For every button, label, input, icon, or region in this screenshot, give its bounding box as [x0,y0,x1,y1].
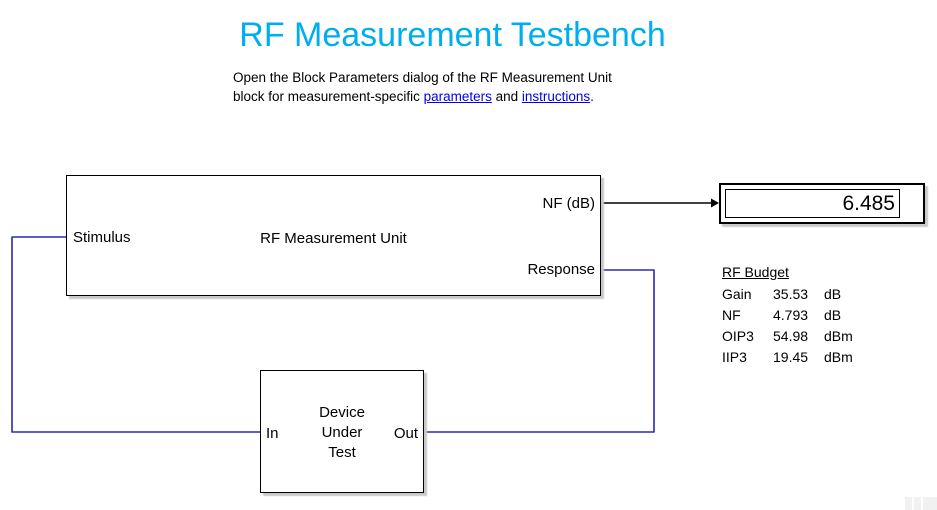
wire-stimulus-to-dut-in[interactable] [11,236,260,433]
rf-budget-table: Gain 35.53 dB NF 4.793 dB OIP3 54.98 dBm… [722,284,853,368]
model-title: RF Measurement Testbench [239,16,666,54]
dut-label-line1: Device [319,404,365,421]
rf-budget-annotation: RF Budget Gain 35.53 dB NF 4.793 dB OIP3… [722,262,853,368]
rf-budget-row-value: 35.53 [773,286,809,302]
dut-label-line3: Test [328,444,356,461]
rf-measurement-unit-block[interactable]: Stimulus NF (dB) Response RF Measurement… [66,175,601,296]
rf-budget-row-name: NF [722,307,741,323]
corner-mark [923,497,937,510]
corner-mark [914,497,921,510]
port-label-out: Out [393,425,418,442]
port-label-stimulus: Stimulus [73,229,131,246]
canvas-corner-marks [905,497,937,510]
rf-budget-row-name: Gain [722,286,752,302]
rf-budget-row-unit: dBm [824,328,853,344]
annotation-line2-mid: and [491,89,522,104]
rf-budget-row-value: 4.793 [773,307,809,323]
rf-budget-row-name: OIP3 [722,328,754,344]
rf-measurement-unit-label: RF Measurement Unit [260,230,407,247]
parameters-link[interactable]: parameters [423,89,492,104]
port-label-nf-db: NF (dB) [542,195,596,212]
dut-label-line2: Under [321,424,363,441]
model-annotation: Open the Block Parameters dialog of the … [233,68,612,106]
rf-budget-row-unit: dBm [824,349,853,365]
annotation-line1: Open the Block Parameters dialog of the … [233,70,612,85]
annotation-line2: block for measurement-specific parameter… [233,87,612,106]
rf-budget-title: RF Budget [722,264,789,280]
device-under-test-block[interactable]: In Out Device Under Test [260,370,424,493]
port-label-in: In [266,425,279,442]
rf-budget-row-unit: dB [824,286,842,302]
instructions-link[interactable]: instructions [521,89,591,104]
rf-budget-row-value: 19.45 [773,349,809,365]
annotation-line2-prefix: block for measurement-specific [233,89,424,104]
annotation-line2-suffix: . [590,89,594,104]
wire-dut-out-to-response[interactable] [424,269,655,433]
corner-mark [905,497,912,510]
wire-arrowhead-icon [711,198,719,208]
display-block[interactable]: 6.485 [719,183,925,224]
display-value: 6.485 [725,189,900,218]
rf-budget-row-value: 54.98 [773,328,809,344]
rf-budget-row-name: IIP3 [722,349,747,365]
rf-budget-row-unit: dB [824,307,842,323]
port-label-response: Response [527,261,595,278]
device-under-test-label: Device Under Test [261,403,423,463]
